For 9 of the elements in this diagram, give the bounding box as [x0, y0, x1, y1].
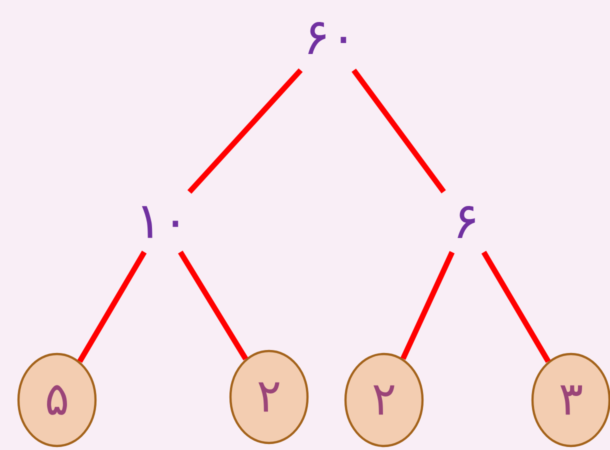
- connector-line: [352, 68, 446, 194]
- number-text: ۶: [458, 206, 475, 238]
- number-text: ۶۰: [308, 22, 346, 54]
- connector-line: [77, 250, 147, 363]
- connector-line: [400, 251, 455, 360]
- connector-line: [481, 250, 551, 363]
- number-text: ۱۰: [142, 206, 178, 238]
- connector-line: [178, 250, 248, 360]
- connector-line: [187, 68, 303, 194]
